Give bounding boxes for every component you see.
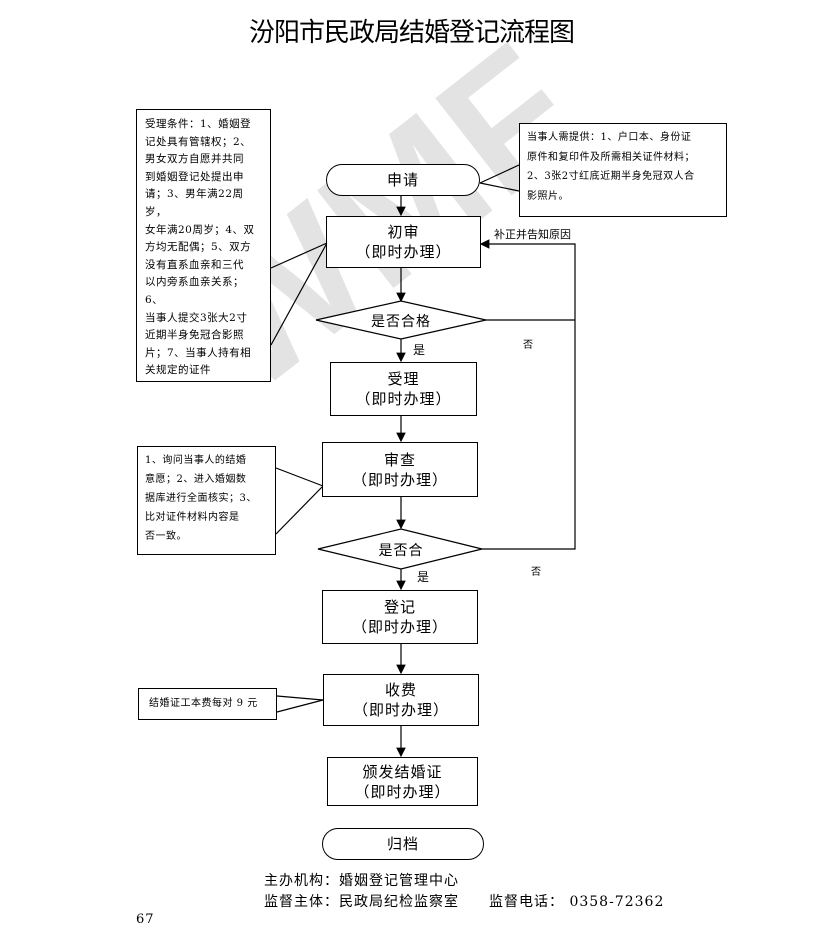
node-issue-label: 颁发结婚证 — [362, 762, 443, 781]
node-initial-review-sub: （即时办理） — [355, 243, 452, 261]
node-register-sub: （即时办理） — [351, 618, 448, 636]
node-accept: 受理 （即时办理） — [330, 362, 477, 416]
node-apply: 申请 — [326, 164, 480, 196]
note-line: 1、询问当事人的结婚 — [145, 455, 247, 466]
note-line: 意愿；2、进入婚姻数 — [145, 474, 247, 485]
node-examine-sub: （即时办理） — [351, 470, 448, 489]
footer-supervisor: 监督主体：民政局纪检监察室 — [264, 894, 459, 910]
decision-qualified-text: 是否合格 — [371, 314, 431, 330]
page-title: 汾阳市民政局结婚登记流程图 — [248, 18, 575, 48]
note-line: 到婚姻登记处提出申 — [145, 170, 244, 183]
note-line: 片；7、当事人持有相 — [145, 346, 252, 359]
node-issue-sub: （即时办理） — [354, 782, 451, 801]
label-supplement: 补正并告知原因 — [494, 228, 571, 241]
note-line: 据库进行全面核实；3、 — [145, 493, 257, 504]
label-yes-1: 是 — [413, 343, 426, 357]
node-examine: 审查 （即时办理） — [322, 442, 478, 497]
note-review-items: 1、询问当事人的结婚 意愿；2、进入婚姻数 据库进行全面核实；3、 比对证件材料… — [137, 446, 276, 555]
note-line: 方均无配偶；5、双方 — [145, 241, 252, 254]
note-line: 否一致。 — [145, 531, 187, 542]
note-line: 以内旁系血亲关系；6、 — [145, 276, 244, 306]
note-line: 2、3张2寸红底近期半身免冠双人合 — [527, 171, 695, 182]
note-line: 近期半身免冠合影照 — [145, 329, 244, 342]
node-examine-label: 审查 — [383, 450, 416, 469]
loop-no2 — [479, 239, 576, 550]
node-register: 登记 （即时办理） — [322, 590, 478, 644]
diamond-check2 — [317, 528, 483, 570]
note-fee: 结婚证工本费每对 9 元 — [138, 688, 277, 720]
note-line: 原件和复印件及所需相关证件材料； — [527, 151, 695, 163]
callout-review-b — [275, 485, 324, 535]
note-line: 当事人提交3张大2寸 — [145, 311, 248, 324]
note-line: 比对证件材料内容是 — [145, 512, 240, 523]
node-accept-label: 受理 — [387, 370, 420, 388]
callout-conditions-a — [270, 242, 328, 269]
note-line: 当事人需提供：1、户口本、身份证 — [527, 132, 692, 143]
note-line: 请；3、男年满22周岁， — [145, 188, 244, 218]
decision-match-text: 是否合 — [378, 543, 424, 559]
node-apply-label: 申请 — [386, 171, 419, 189]
node-issue: 颁发结婚证 （即时办理） — [327, 757, 478, 806]
callout-materials-b — [479, 182, 520, 192]
note-line: 受理条件：1、婚姻登 — [145, 118, 252, 130]
diamond-check1 — [315, 300, 487, 340]
node-archive-label: 归档 — [386, 835, 419, 853]
footer-phone: 监督电话： 0358-72362 — [489, 894, 665, 910]
note-line: 没有直系血亲和三代 — [145, 258, 244, 271]
note-line: 关规定的证件 — [145, 364, 211, 377]
node-initial-review-label: 初审 — [387, 223, 420, 241]
node-accept-sub: （即时办理） — [355, 390, 452, 408]
footer-sponsor: 主办机构：婚姻登记管理中心 — [264, 873, 459, 889]
callout-review-a — [275, 467, 324, 487]
note-line: 结婚证工本费每对 9 元 — [149, 698, 258, 709]
label-no-1: 否 — [523, 340, 533, 351]
callout-fee-b — [276, 699, 324, 713]
note-line: 记处具有管辖权；2、 — [145, 135, 252, 148]
callout-conditions-b — [270, 242, 328, 346]
node-initial-review: 初审 （即时办理） — [326, 216, 481, 268]
note-line: 男女双方自愿并共同 — [145, 153, 244, 166]
callout-materials-a — [479, 164, 520, 184]
node-charge-label: 收费 — [384, 681, 417, 699]
node-register-label: 登记 — [383, 598, 416, 616]
node-archive: 归档 — [322, 828, 484, 860]
note-line: 女年满20周岁；4、双 — [145, 223, 255, 236]
label-no-2: 否 — [531, 567, 541, 578]
note-acceptance-conditions: 受理条件：1、婚姻登 记处具有管辖权；2、 男女双方自愿并共同 到婚姻登记处提出… — [136, 109, 271, 382]
label-yes-2: 是 — [417, 570, 430, 584]
note-line: 影照片。 — [527, 190, 569, 202]
node-charge: 收费 （即时办理） — [323, 674, 479, 726]
node-charge-sub: （即时办理） — [352, 701, 449, 719]
note-required-materials: 当事人需提供：1、户口本、身份证 原件和复印件及所需相关证件材料； 2、3张2寸… — [519, 123, 727, 217]
callout-fee-a — [276, 695, 324, 701]
page-number: 67 — [136, 912, 155, 927]
